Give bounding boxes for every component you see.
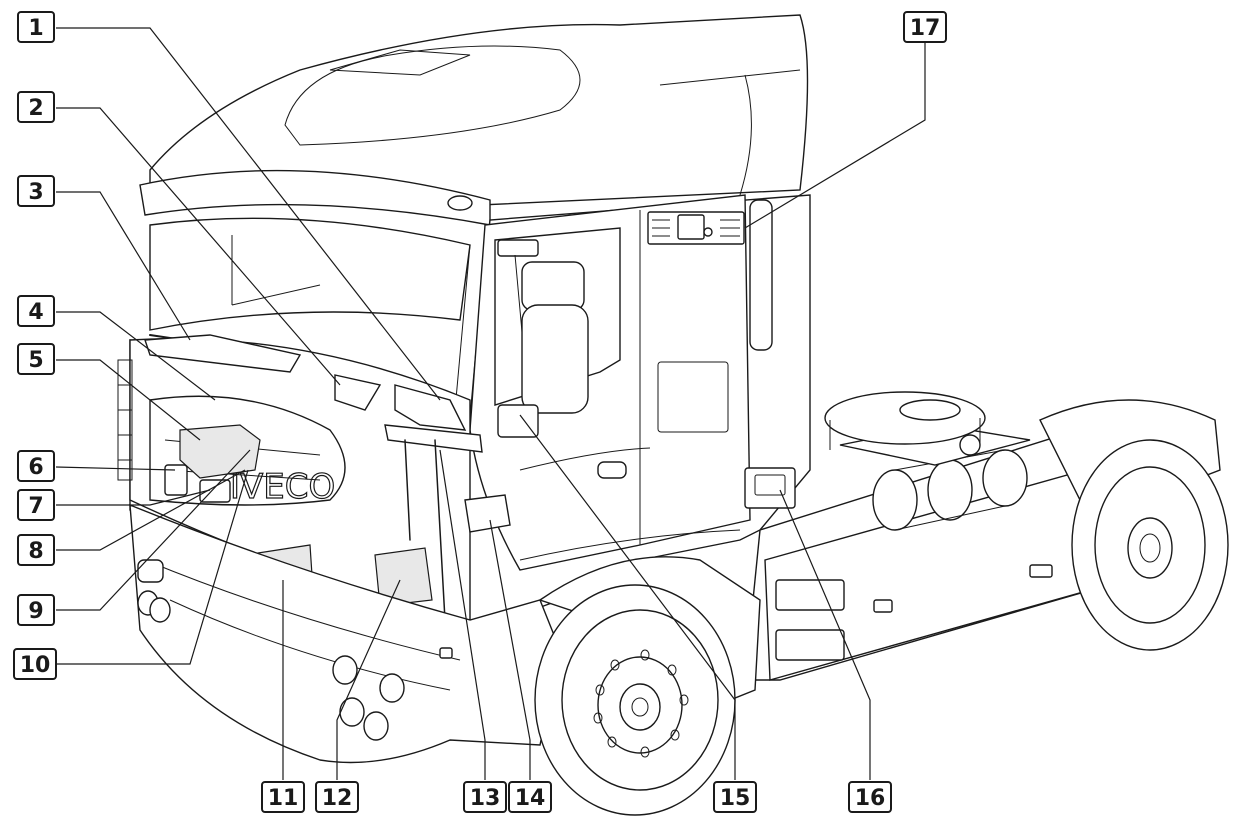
callout-15: 15 [713,781,757,813]
callout-7: 7 [17,489,55,521]
leader-16 [779,489,871,780]
side-mirror [497,239,589,438]
cab-roof [139,14,809,226]
leader-12 [336,579,401,780]
callout-5: 5 [17,343,55,375]
callout-6-label: 6 [28,455,43,480]
leader-8 [56,469,246,551]
leader-lines [55,27,926,780]
callout-16-label: 16 [855,786,886,811]
callout-3-label: 3 [28,180,43,205]
callout-8: 8 [17,534,55,566]
callout-11: 11 [261,781,305,813]
leader-1 [56,27,441,401]
leader-5 [56,359,201,441]
callout-2-label: 2 [28,96,43,121]
callout-4: 4 [17,295,55,327]
callout-10-label: 10 [20,653,51,678]
callout-12-label: 12 [322,786,353,811]
callout-11-label: 11 [268,786,299,811]
callout-labels: 1 2 3 4 5 6 7 8 [13,11,947,813]
callout-1-label: 1 [28,16,43,41]
leader-13 [439,449,486,780]
leader-3 [56,191,191,341]
cab-rear-vent [647,211,745,245]
leader-15 [519,414,736,780]
callout-13-label: 13 [470,786,501,811]
callout-14-label: 14 [515,786,546,811]
callout-9-label: 9 [28,599,43,624]
front-wheel [534,556,761,816]
front-bumper [129,503,561,764]
grille-logo: IVECO [230,467,335,507]
callout-17: 17 [903,11,947,43]
leader-2 [56,107,341,386]
leader-7 [56,489,211,506]
callout-16: 16 [848,781,892,813]
truck-drawing: IVECO [117,14,1229,816]
leader-6 [55,466,176,471]
callout-13: 13 [463,781,507,813]
callout-1: 1 [17,11,55,43]
callout-4-label: 4 [28,300,43,325]
callout-3: 3 [17,175,55,207]
callout-10: 10 [13,648,57,680]
leader-4 [56,311,216,401]
callout-15-label: 15 [720,786,751,811]
callout-2: 2 [17,91,55,123]
callout-7-label: 7 [28,494,43,519]
callout-14: 14 [508,781,552,813]
callout-5-label: 5 [28,348,43,373]
callout-9: 9 [17,594,55,626]
leader-14 [489,519,531,780]
callout-8-label: 8 [28,539,43,564]
rear-wheel [1039,399,1229,651]
callout-6: 6 [17,450,55,482]
leader-17 [744,42,926,229]
leader-9 [56,449,251,611]
leader-10 [56,469,249,665]
callout-12: 12 [315,781,359,813]
rear-module [744,467,796,509]
callout-17-label: 17 [910,16,941,41]
